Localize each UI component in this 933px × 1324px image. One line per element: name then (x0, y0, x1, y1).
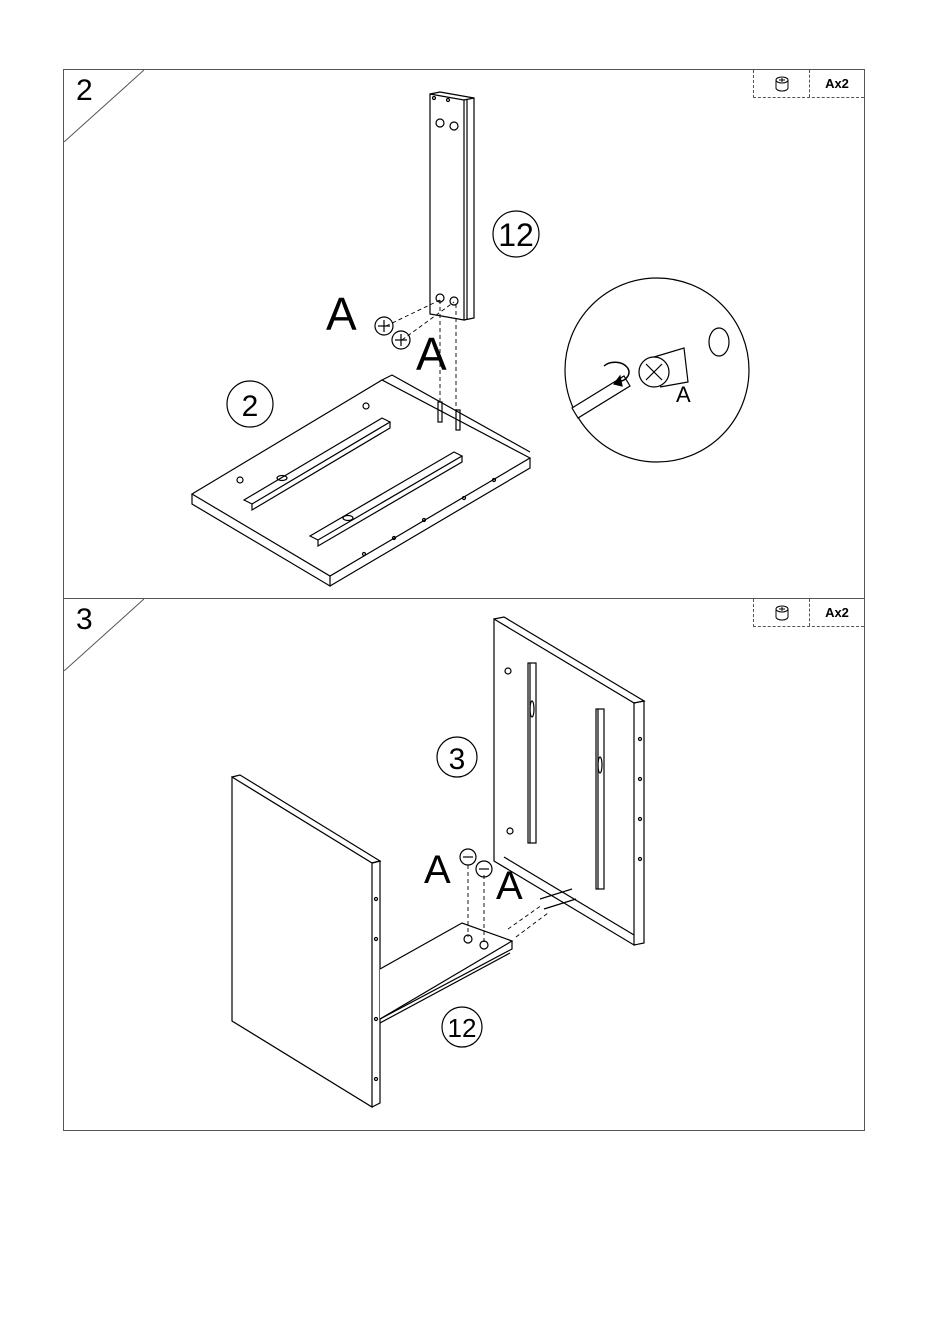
step-3-panel: 3 Ax2 (63, 599, 865, 1131)
side-panel (232, 775, 380, 1107)
step-2-panel: 2 Ax2 (63, 69, 865, 599)
panel-2-label: 2 (242, 390, 259, 423)
step-3-illustration: 3 12 A A (64, 599, 866, 1131)
fitting-a-label: A (326, 288, 357, 340)
cam-lock-fittings (460, 849, 492, 877)
panel-12-label: 12 (448, 1013, 477, 1043)
fitting-a-label: A (496, 864, 523, 908)
fitting-a-label: A (416, 328, 447, 380)
step-2-illustration: 12 2 A A A (64, 70, 866, 600)
panel-12-horizontal (380, 923, 512, 1023)
detail-a-label: A (676, 382, 691, 407)
fitting-a-label: A (424, 848, 451, 892)
cam-lock-fittings (375, 317, 410, 349)
panel-12-label: 12 (498, 217, 534, 253)
detail-callout (565, 278, 749, 462)
panel-12-vertical (430, 92, 474, 320)
panel-3-label: 3 (449, 743, 466, 776)
